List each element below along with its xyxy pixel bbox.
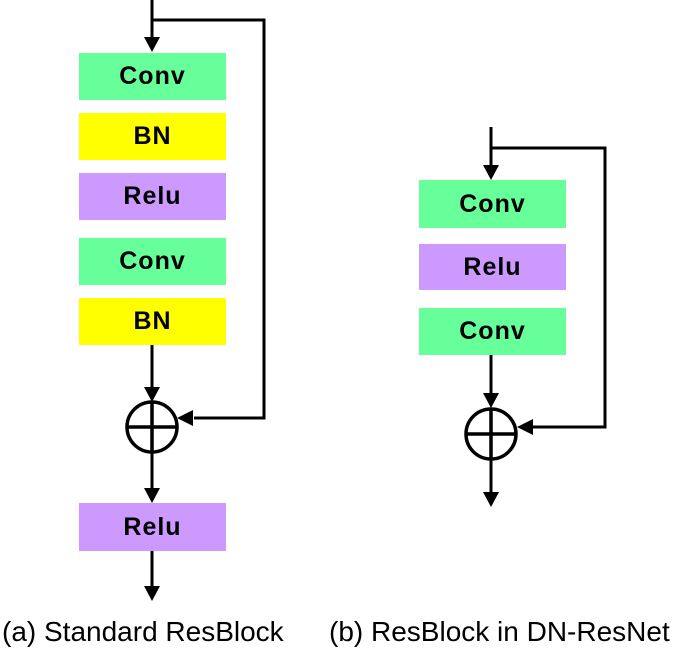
a-conv2-block: Conv (79, 238, 226, 285)
a-sum-junction-icon (125, 400, 179, 454)
b-conv1-block: Conv (419, 180, 566, 228)
diagram-a-wires (125, 0, 266, 601)
b-conv-to-sum-arrowhead-icon (483, 393, 499, 408)
b-output-arrowhead-icon (483, 492, 499, 507)
a-skip-arrowhead-icon (177, 410, 193, 426)
a-bn-to-sum-arrowhead-icon (144, 387, 160, 402)
b-conv2-block: Conv (419, 308, 566, 355)
diagram-b-caption: (b) ResBlock in DN-ResNet (329, 616, 670, 647)
a-sum-to-relu-arrowhead-icon (144, 488, 160, 503)
a-input-arrowhead-icon (144, 37, 160, 52)
b-skip-connection-line (491, 146, 607, 429)
a-post-add-relu-block: Relu (79, 503, 226, 551)
a-bn2-block: BN (79, 298, 226, 345)
a-skip-connection-line (152, 18, 266, 420)
b-skip-arrowhead-icon (517, 419, 533, 435)
a-output-arrowhead-icon (144, 586, 160, 601)
b-relu-block: Relu (419, 244, 566, 290)
diagram-b-wires (464, 127, 607, 507)
a-relu1-block: Relu (79, 173, 226, 220)
a-bn1-block: BN (79, 113, 226, 160)
diagram-a-caption: (a) Standard ResBlock (2, 616, 284, 647)
b-input-arrowhead-icon (483, 165, 499, 180)
a-conv1-block: Conv (79, 53, 226, 100)
b-sum-junction-icon (464, 407, 518, 461)
